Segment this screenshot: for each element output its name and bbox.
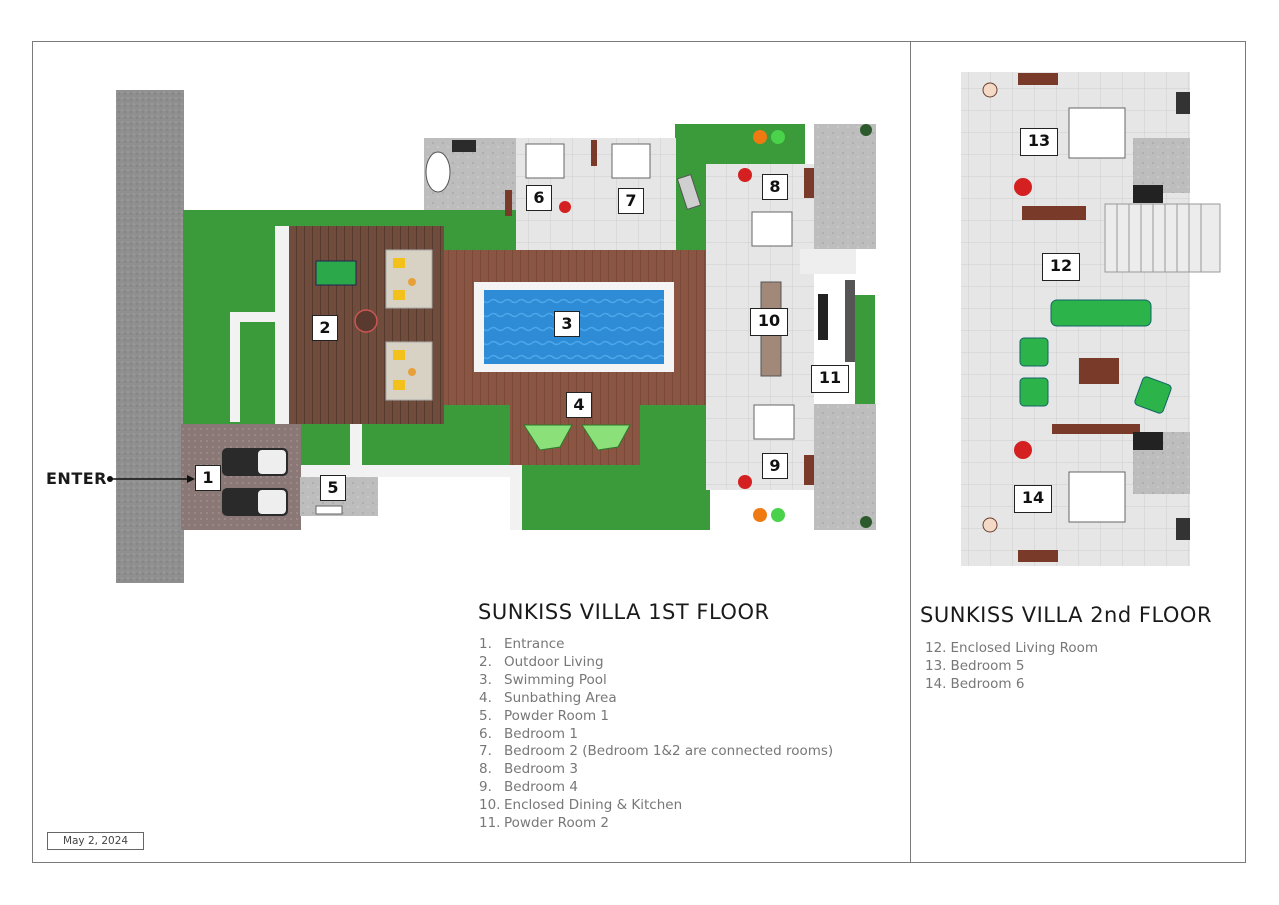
legend-item: 8.Bedroom 3 <box>479 761 578 778</box>
legend-item: 14.Bedroom 6 <box>925 675 1025 692</box>
legend-item: 9.Bedroom 4 <box>479 779 578 796</box>
legend-item: 7.Bedroom 2 (Bedroom 1&2 are connected r… <box>479 743 834 760</box>
sheet-divider <box>910 41 911 863</box>
first-floor-legend: 1.Entrance 2.Outdoor Living 3.Swimming P… <box>479 636 833 833</box>
date-stamp: May 2, 2024 <box>47 832 144 850</box>
second-floor-legend: 12.Enclosed Living Room 13.Bedroom 5 14.… <box>925 640 1098 694</box>
room-tag-13: 13 <box>1020 128 1058 156</box>
legend-item: 3.Swimming Pool <box>479 671 607 688</box>
legend-item: 1.Entrance <box>479 636 565 652</box>
legend-item: 13.Bedroom 5 <box>925 657 1025 674</box>
room-tag-11: 11 <box>811 365 849 393</box>
room-tag-10: 10 <box>750 308 788 336</box>
legend-item: 4.Sunbathing Area <box>479 689 617 706</box>
room-tag-14: 14 <box>1014 485 1052 513</box>
room-tag-9: 9 <box>762 453 788 479</box>
road <box>116 90 184 583</box>
legend-item: 10.Enclosed Dining & Kitchen <box>479 797 683 814</box>
second-floor-title: SUNKISS VILLA 2nd FLOOR <box>920 603 1213 627</box>
enter-label: ENTER <box>46 469 107 488</box>
room-tag-2: 2 <box>312 315 338 341</box>
legend-item: 5.Powder Room 1 <box>479 707 610 724</box>
room-tag-1: 1 <box>195 465 221 491</box>
room-tag-3: 3 <box>554 311 580 337</box>
room-tag-8: 8 <box>762 174 788 200</box>
room-tag-6: 6 <box>526 185 552 211</box>
room-tag-5: 5 <box>320 475 346 501</box>
legend-item: 12.Enclosed Living Room <box>925 640 1099 656</box>
legend-item: 2.Outdoor Living <box>479 653 604 670</box>
room-tag-7: 7 <box>618 188 644 214</box>
room-tag-4: 4 <box>566 392 592 418</box>
room-tag-12: 12 <box>1042 253 1080 281</box>
first-floor-title: SUNKISS VILLA 1ST FLOOR <box>478 600 770 624</box>
legend-item: 11.Powder Room 2 <box>479 815 610 832</box>
legend-item: 6.Bedroom 1 <box>479 725 578 742</box>
